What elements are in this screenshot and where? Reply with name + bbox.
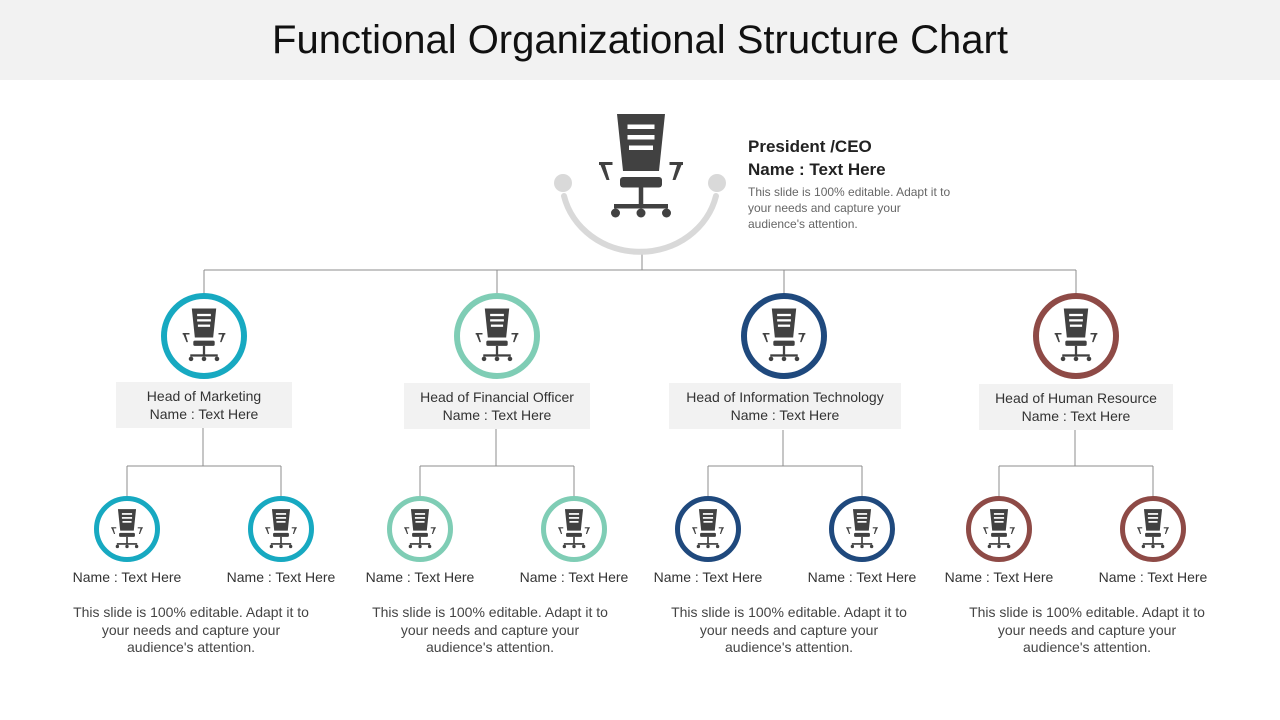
hr-member-node xyxy=(1120,496,1186,562)
department-description: This slide is 100% editable. Adapt it to… xyxy=(969,604,1205,655)
office-chair-icon xyxy=(762,308,806,362)
hr-head-node xyxy=(1033,293,1119,379)
head-name: Name : Text Here xyxy=(442,407,552,423)
member-name: Name : Text Here xyxy=(226,569,336,585)
department-description: This slide is 100% editable. Adapt it to… xyxy=(372,604,608,655)
marketing-head-label: Head of Marketing Name : Text Here xyxy=(116,382,292,428)
finance-head-label: Head of Financial Officer Name : Text He… xyxy=(404,383,590,429)
marketing-member-node xyxy=(248,496,314,562)
ceo-description: This slide is 100% editable. Adapt it to… xyxy=(748,185,951,231)
office-chair-icon xyxy=(558,508,590,548)
hr-member-node xyxy=(966,496,1032,562)
office-chair-icon xyxy=(404,508,436,548)
office-chair-icon xyxy=(182,308,226,362)
head-name: Name : Text Here xyxy=(149,406,259,422)
ceo-info: President /CEO Name : Text Here This sli… xyxy=(748,136,958,232)
ceo-chair-icon xyxy=(596,110,686,231)
ceo-arc-decoration xyxy=(554,174,726,255)
office-chair-icon xyxy=(983,508,1015,548)
office-chair-icon xyxy=(1137,508,1169,548)
department-description: This slide is 100% editable. Adapt it to… xyxy=(671,604,907,655)
title-bar: Functional Organizational Structure Char… xyxy=(0,0,1280,80)
head-title: Head of Financial Officer xyxy=(420,389,574,405)
it-head-label: Head of Information Technology Name : Te… xyxy=(669,383,901,429)
page-title: Functional Organizational Structure Char… xyxy=(272,17,1008,62)
office-chair-icon xyxy=(692,508,724,548)
marketing-member-node xyxy=(94,496,160,562)
finance-member-node xyxy=(387,496,453,562)
ceo-name: Name : Text Here xyxy=(748,160,886,179)
department-description: This slide is 100% editable. Adapt it to… xyxy=(73,604,309,655)
member-name: Name : Text Here xyxy=(944,569,1054,585)
marketing-head-node xyxy=(161,293,247,379)
hr-head-label: Head of Human Resource Name : Text Here xyxy=(979,384,1173,430)
office-chair-icon xyxy=(1054,308,1098,362)
head-title: Head of Marketing xyxy=(146,388,262,404)
member-name: Name : Text Here xyxy=(653,569,763,585)
it-member-node xyxy=(675,496,741,562)
member-name: Name : Text Here xyxy=(365,569,475,585)
head-title: Head of Human Resource xyxy=(995,390,1157,406)
finance-head-node xyxy=(454,293,540,379)
finance-member-node xyxy=(541,496,607,562)
office-chair-icon xyxy=(475,308,519,362)
member-name: Name : Text Here xyxy=(519,569,629,585)
office-chair-icon xyxy=(265,508,297,548)
member-name: Name : Text Here xyxy=(807,569,917,585)
head-title: Head of Information Technology xyxy=(686,389,884,405)
it-member-node xyxy=(829,496,895,562)
office-chair-icon xyxy=(846,508,878,548)
it-head-node xyxy=(741,293,827,379)
ceo-role: President /CEO xyxy=(748,137,872,156)
head-name: Name : Text Here xyxy=(1021,408,1131,424)
member-name: Name : Text Here xyxy=(1098,569,1208,585)
office-chair-icon xyxy=(111,508,143,548)
member-name: Name : Text Here xyxy=(72,569,182,585)
head-name: Name : Text Here xyxy=(730,407,840,423)
